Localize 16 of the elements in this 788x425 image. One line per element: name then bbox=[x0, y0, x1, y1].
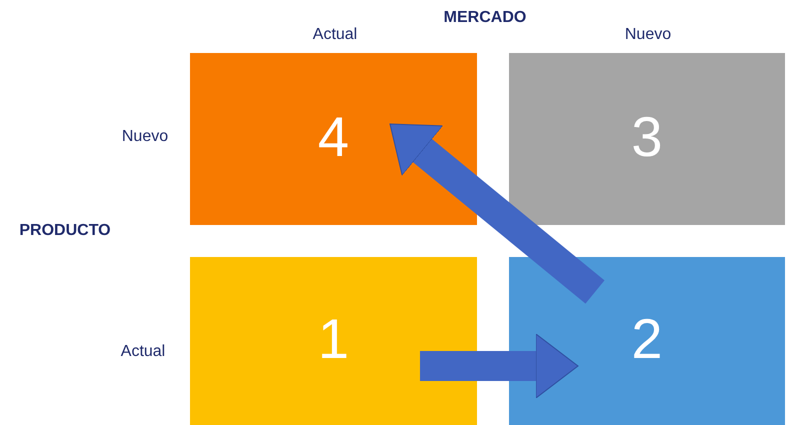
axis-label: MERCADO bbox=[442, 8, 528, 28]
axis-label: Nuevo bbox=[624, 25, 672, 45]
quadrant-box bbox=[509, 257, 785, 425]
quadrant-box bbox=[190, 53, 477, 225]
quadrant-box bbox=[509, 53, 785, 225]
axis-label: Nuevo bbox=[120, 127, 170, 147]
quadrant-number: 4 bbox=[316, 109, 350, 165]
axis-label: PRODUCTO bbox=[18, 221, 112, 241]
quadrant-box bbox=[190, 257, 477, 425]
quadrant-number: 3 bbox=[630, 109, 664, 165]
quadrant-number: 2 bbox=[630, 311, 664, 367]
quadrant-number: 1 bbox=[316, 311, 350, 367]
axis-label: Actual bbox=[312, 25, 358, 45]
axis-label: Actual bbox=[120, 342, 166, 362]
block-arrow bbox=[420, 334, 578, 398]
block-arrow bbox=[390, 124, 605, 304]
